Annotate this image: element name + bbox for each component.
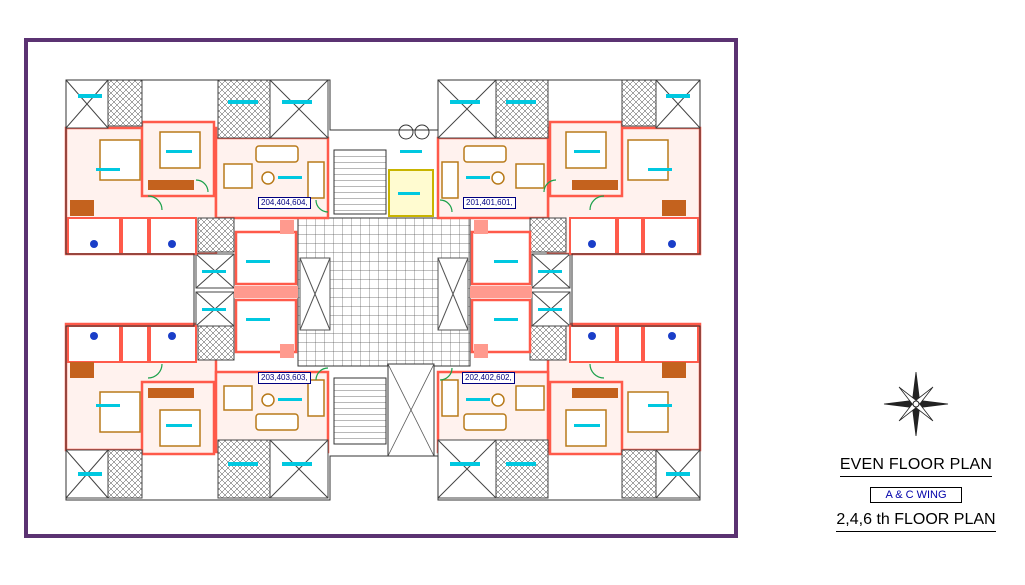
unit-label-bottom-left: 203,403,603,	[258, 372, 311, 384]
plan-title: EVEN FLOOR PLAN	[839, 456, 993, 477]
staircase-top	[333, 149, 387, 215]
compass-rose-icon	[883, 371, 949, 437]
unit-label-bottom-right: 202,402,602,	[462, 372, 515, 384]
floor-label: 2,4,6 th FLOOR PLAN	[836, 511, 996, 532]
wing-label: A & C WING	[870, 487, 962, 503]
staircase-bottom	[333, 377, 387, 445]
unit-label-top-right: 201,401,601,	[463, 197, 516, 209]
title-block: EVEN FLOOR PLAN A & C WING 2,4,6 th FLOO…	[836, 456, 996, 532]
unit-label-top-left: 204,404,604,	[258, 197, 311, 209]
